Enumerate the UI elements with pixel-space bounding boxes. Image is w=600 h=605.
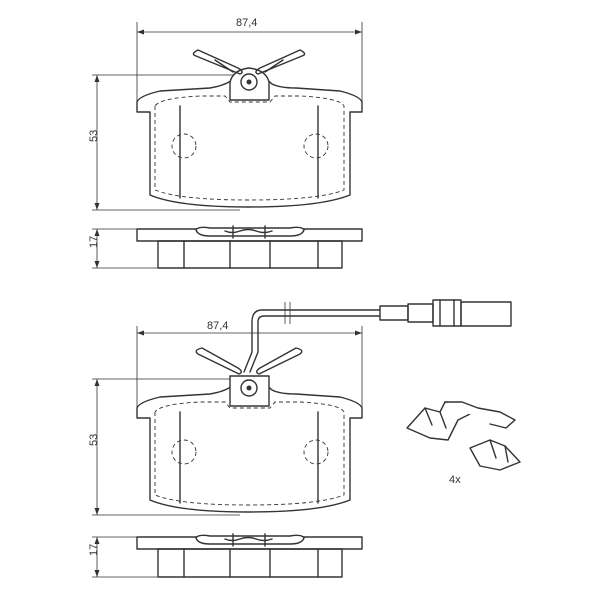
bottom-center-tab [229, 375, 270, 407]
bottom-center-hole [240, 379, 258, 397]
top-friction-outline [154, 95, 345, 201]
sensor-connector [432, 299, 462, 327]
top-height-label: 53 [88, 130, 100, 142]
accessory-quantity-label: 4x [449, 474, 461, 486]
bottom-pad-outline [136, 385, 363, 513]
bottom-friction-outline [154, 401, 345, 506]
bottom-width-dimension: 87,4 [136, 320, 363, 408]
top-height-dimension: 53 [88, 74, 250, 211]
bottom-piston-circle-right [303, 439, 329, 465]
top-thickness-label: 17 [88, 236, 100, 248]
top-pad-outline [136, 79, 363, 208]
bottom-thickness-label: 17 [88, 544, 100, 556]
bottom-friction-side [157, 548, 343, 578]
top-width-dimension: 87,4 [136, 17, 363, 102]
top-pad-side-view: 17 [88, 225, 363, 269]
top-spring-clip [192, 49, 306, 75]
top-center-hole-dot [246, 79, 252, 85]
bottom-spring-side [195, 534, 305, 545]
bottom-pad-side-view: 17 [88, 533, 363, 578]
top-center-hole [240, 73, 258, 91]
top-spring-side [195, 226, 305, 237]
wear-sensor [243, 299, 512, 373]
bottom-height-dimension: 53 [88, 378, 250, 516]
bottom-piston-circle-left [171, 439, 197, 465]
bottom-width-label: 87,4 [207, 320, 228, 332]
sensor-sleeve [379, 305, 409, 321]
top-piston-circle-left [171, 133, 197, 159]
bottom-spring-clip [195, 347, 303, 375]
bottom-height-label: 53 [88, 434, 100, 446]
top-friction-side [157, 240, 343, 269]
top-piston-circle-right [303, 133, 329, 159]
accessory-clip: 4x [406, 401, 521, 486]
bottom-pad-front-view: 87,4 53 [88, 299, 512, 516]
top-pad-front-view: 87,4 53 [88, 17, 363, 211]
top-width-label: 87,4 [236, 17, 257, 29]
